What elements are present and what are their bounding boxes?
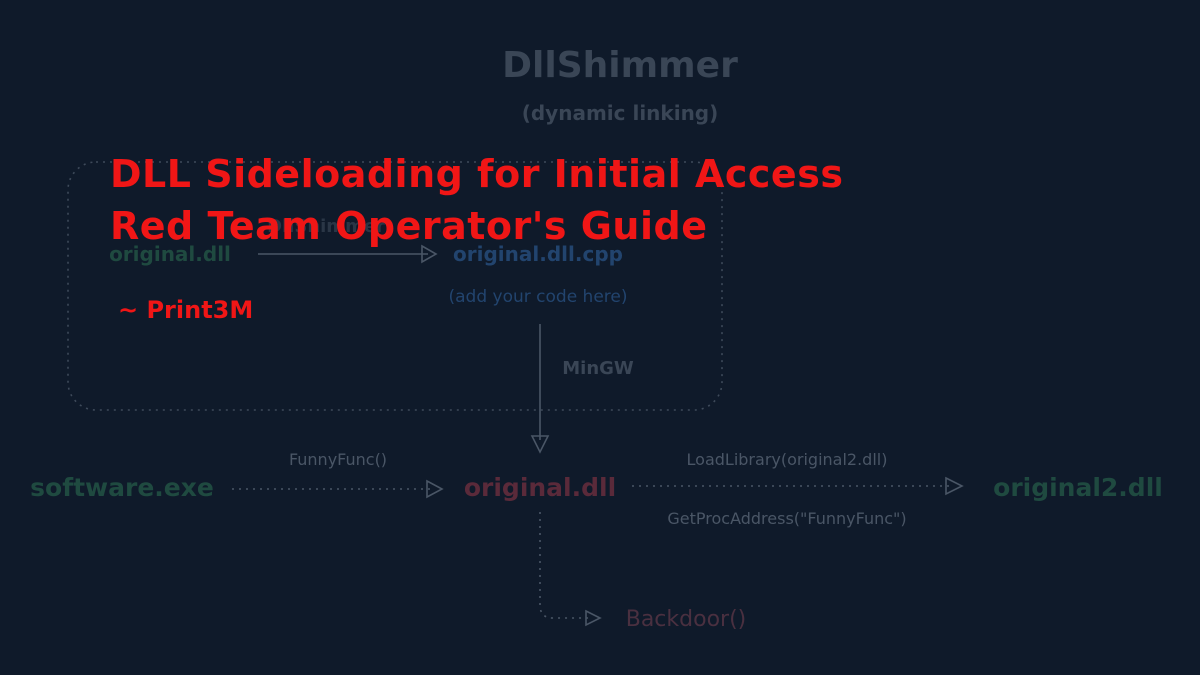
forward-edge-label-top: LoadLibrary(original2.dll) (687, 450, 888, 469)
shim-arrowhead (421, 244, 438, 264)
generator-box (67, 161, 723, 411)
box-overlap-label: DllShimmer (267, 216, 385, 237)
compiler-label: MinGW (562, 358, 634, 379)
call-edge-label: FunnyFunc() (289, 450, 387, 469)
forward-edge-label-bottom: GetProcAddress("FunnyFunc") (667, 509, 906, 528)
renamed-dll-label: original2.dll (993, 473, 1163, 502)
forward-arrowhead (945, 476, 964, 496)
cpp-note-label: (add your code here) (448, 287, 627, 307)
diagram-subtitle: (dynamic linking) (522, 101, 719, 125)
backdoor-arrow (539, 512, 590, 619)
author-signature: ~ Print3M (118, 296, 254, 324)
headline-line-2: Red Team Operator's Guide (110, 204, 708, 248)
cpp-file-label: original.dll.cpp (453, 242, 623, 266)
backdoor-label: Backdoor() (626, 607, 747, 632)
proxy-dll-label: original.dll (464, 473, 616, 502)
input-dll-label: original.dll (109, 242, 231, 266)
headline-line-1: DLL Sideloading for Initial Access (110, 152, 844, 196)
call-arrowhead (426, 479, 444, 499)
backdoor-arrowhead (585, 609, 602, 627)
headline: DLL Sideloading for Initial Access Red T… (110, 148, 843, 252)
exe-label: software.exe (30, 473, 214, 502)
diagram-title: DllShimmer (502, 45, 738, 86)
compile-arrowhead (530, 435, 550, 454)
